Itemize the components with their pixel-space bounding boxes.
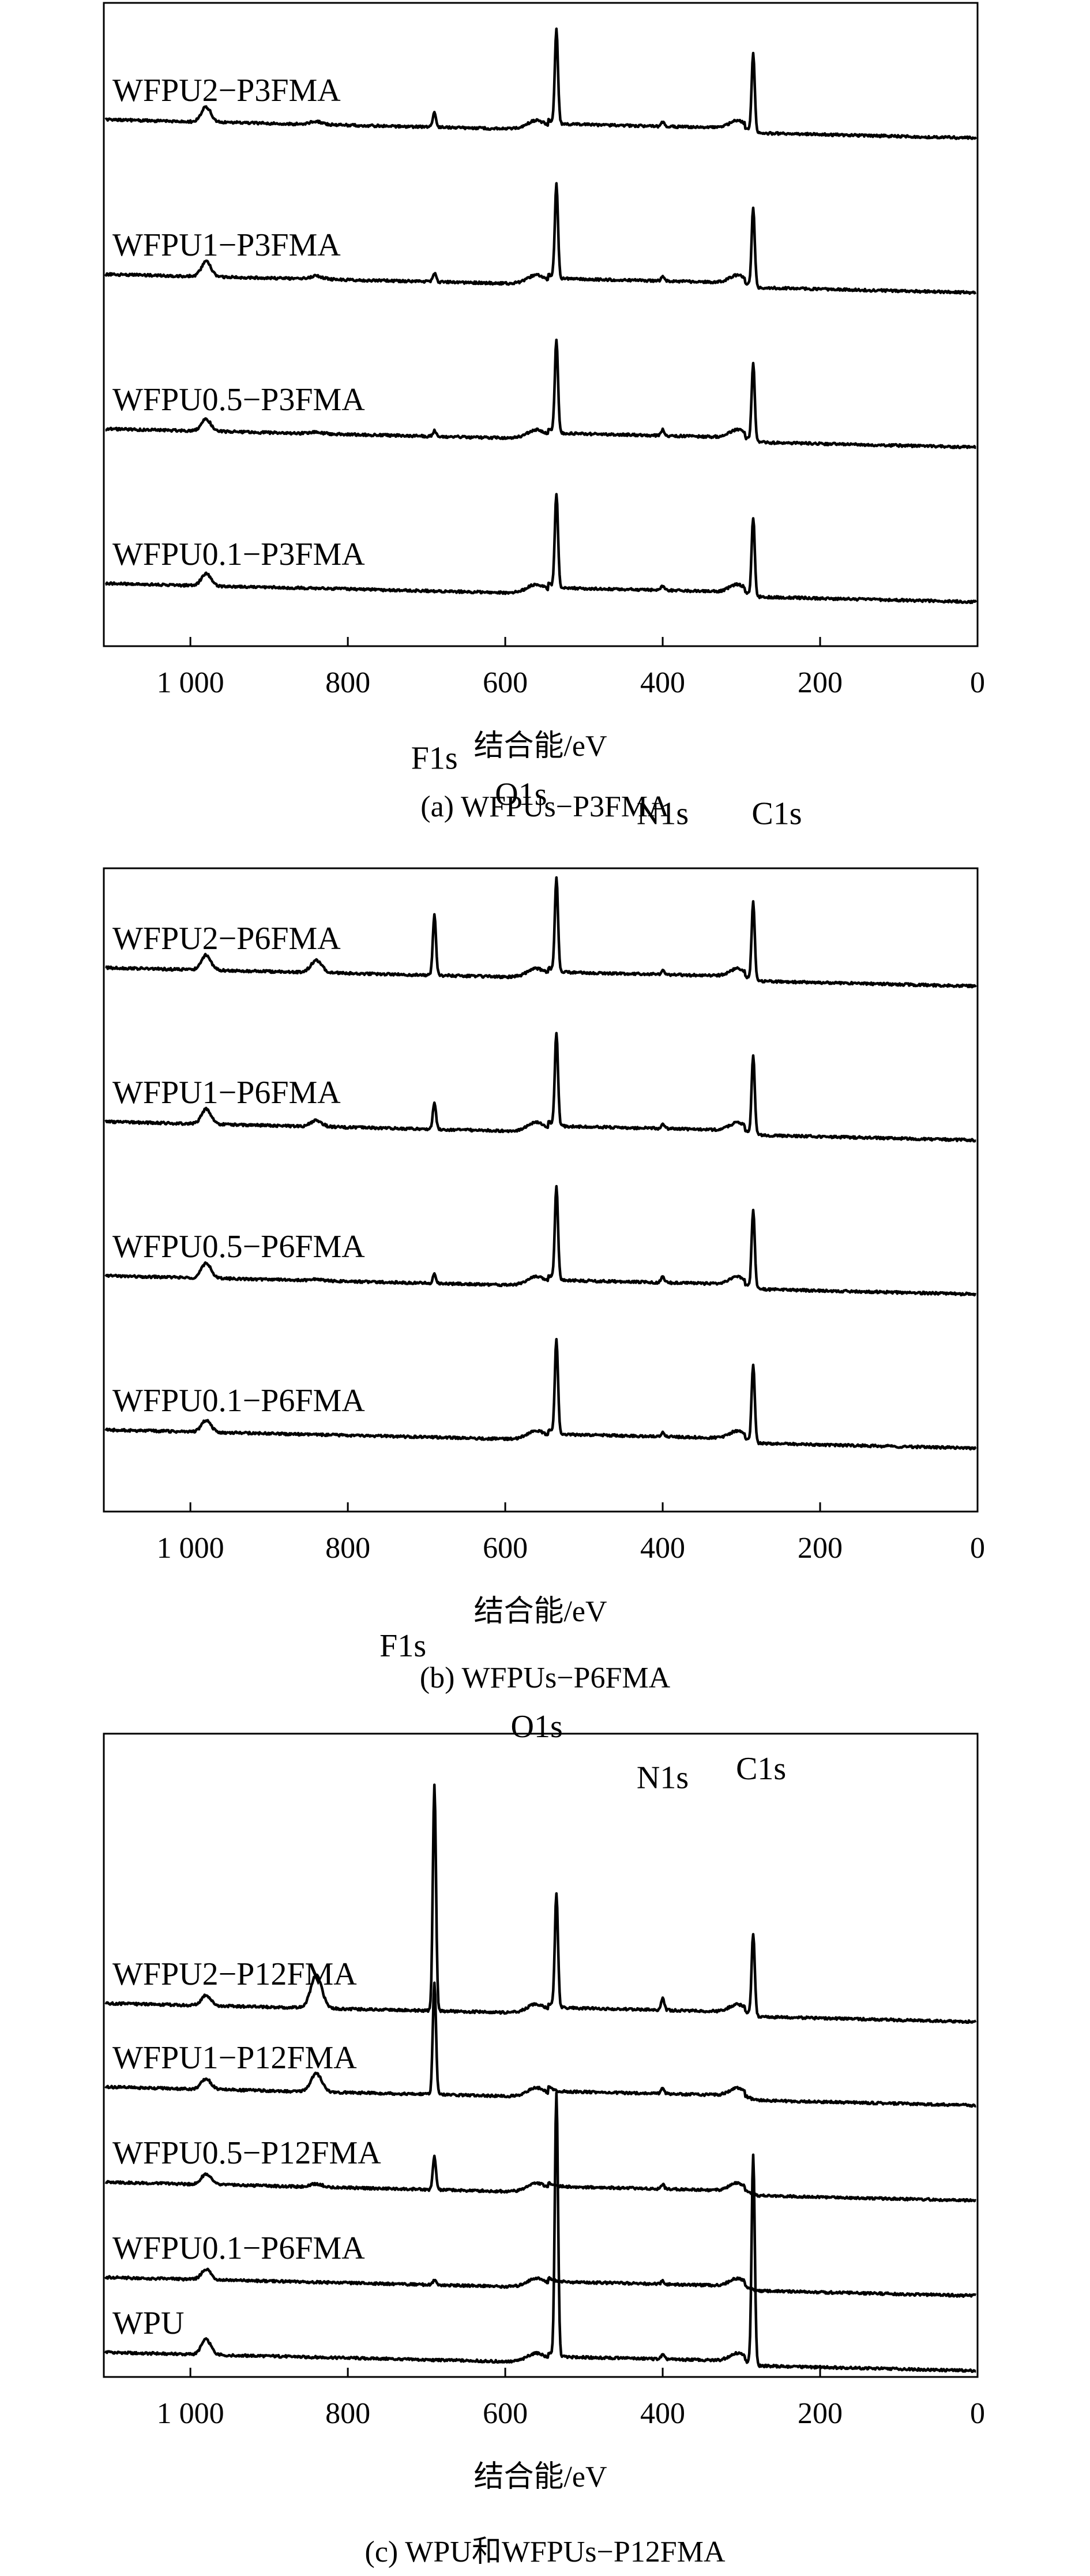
series-label: WFPU1−P6FMA <box>112 1075 341 1111</box>
panel-c: WFPU2−P12FMA WFPU1−P12FMA WFPU0.5−P12FMA WF… <box>103 1628 985 2568</box>
x-tick-label: 200 <box>798 2397 843 2430</box>
x-axis-label: 结合能/eV <box>473 2461 607 2493</box>
x-tick-label: 400 <box>640 1532 685 1565</box>
series-line <box>104 1184 977 1297</box>
series-label: WFPU1−P12FMA <box>112 2040 357 2076</box>
peak-label: O1s <box>495 777 547 812</box>
series-line <box>104 1783 977 2024</box>
x-tick-label: 200 <box>798 1532 843 1565</box>
series-line <box>104 1032 977 1143</box>
series-label: WFPU2−P12FMA <box>112 1956 357 1992</box>
series-label: WPU <box>112 2305 184 2341</box>
series-line <box>104 2154 977 2203</box>
x-tick-label: 0 <box>970 2397 985 2430</box>
x-tick-label: 600 <box>483 666 528 699</box>
series-line <box>104 2267 977 2298</box>
plot-frame <box>103 2 979 647</box>
x-tick-label: 600 <box>483 2397 528 2430</box>
x-axis-label: 结合能/eV <box>473 1595 607 1628</box>
plot-frame <box>103 1733 979 2378</box>
x-tick-label: 200 <box>798 666 843 699</box>
series-line <box>104 182 977 295</box>
x-axis-label: 结合能/eV <box>473 730 607 763</box>
series-line <box>104 1981 977 2108</box>
series-label: WFPU0.5−P6FMA <box>112 1229 365 1265</box>
x-tick-label: 800 <box>325 2397 370 2430</box>
peak-label: N1s <box>637 796 689 832</box>
peak-label: C1s <box>751 796 802 832</box>
series-label: WFPU0.1−P6FMA <box>112 1383 365 1419</box>
series-line <box>104 1337 977 1451</box>
series-label: WFPU1−P3FMA <box>112 227 341 263</box>
peak-label: F1s <box>379 1628 426 1664</box>
series-label: WFPU0.1−P3FMA <box>112 537 365 572</box>
series-line <box>104 338 977 449</box>
series-line <box>104 876 977 989</box>
panel-caption: (c) WPU和WFPUs−P12FMA <box>365 2536 726 2568</box>
series-label: WFPU2−P3FMA <box>112 73 341 108</box>
panel-caption: (a) WFPUs−P3FMA <box>420 790 670 823</box>
x-tick-label: 1 000 <box>157 2397 224 2430</box>
series-line <box>104 493 978 605</box>
series-label: WFPU0.5−P12FMA <box>112 2135 381 2171</box>
series-line <box>104 27 978 140</box>
panel-a: WFPU2−P3FMA WFPU1−P3FMA WFPU0.5−P3FMA WFPU0… <box>103 2 985 823</box>
peak-label: F1s <box>411 740 458 776</box>
series-label: WFPU0.1−P6FMA <box>112 2230 365 2266</box>
peak-label: N1s <box>637 1760 689 1796</box>
plot-frame <box>103 867 979 1513</box>
peak-label: C1s <box>736 1751 786 1787</box>
x-tick-label: 600 <box>483 1532 528 1565</box>
x-tick-label: 800 <box>325 1532 370 1565</box>
x-tick-label: 0 <box>970 1532 985 1565</box>
peak-label: O1s <box>511 1709 563 1745</box>
panel-caption: (b) WFPUs−P6FMA <box>420 1662 671 1694</box>
series-label: WFPU2−P6FMA <box>112 921 341 957</box>
series-label: WFPU0.5−P3FMA <box>112 382 365 418</box>
panel-b: WFPU2−P6FMA WFPU1−P6FMA WFPU0.5−P6FMA WFPU0… <box>103 740 985 1694</box>
x-tick-label: 400 <box>640 666 685 699</box>
x-tick-label: 0 <box>970 666 985 699</box>
x-tick-label: 1 000 <box>157 666 224 699</box>
series-line <box>104 2091 977 2373</box>
x-tick-label: 400 <box>640 2397 685 2430</box>
x-tick-label: 800 <box>325 666 370 699</box>
x-tick-label: 1 000 <box>157 1532 224 1565</box>
